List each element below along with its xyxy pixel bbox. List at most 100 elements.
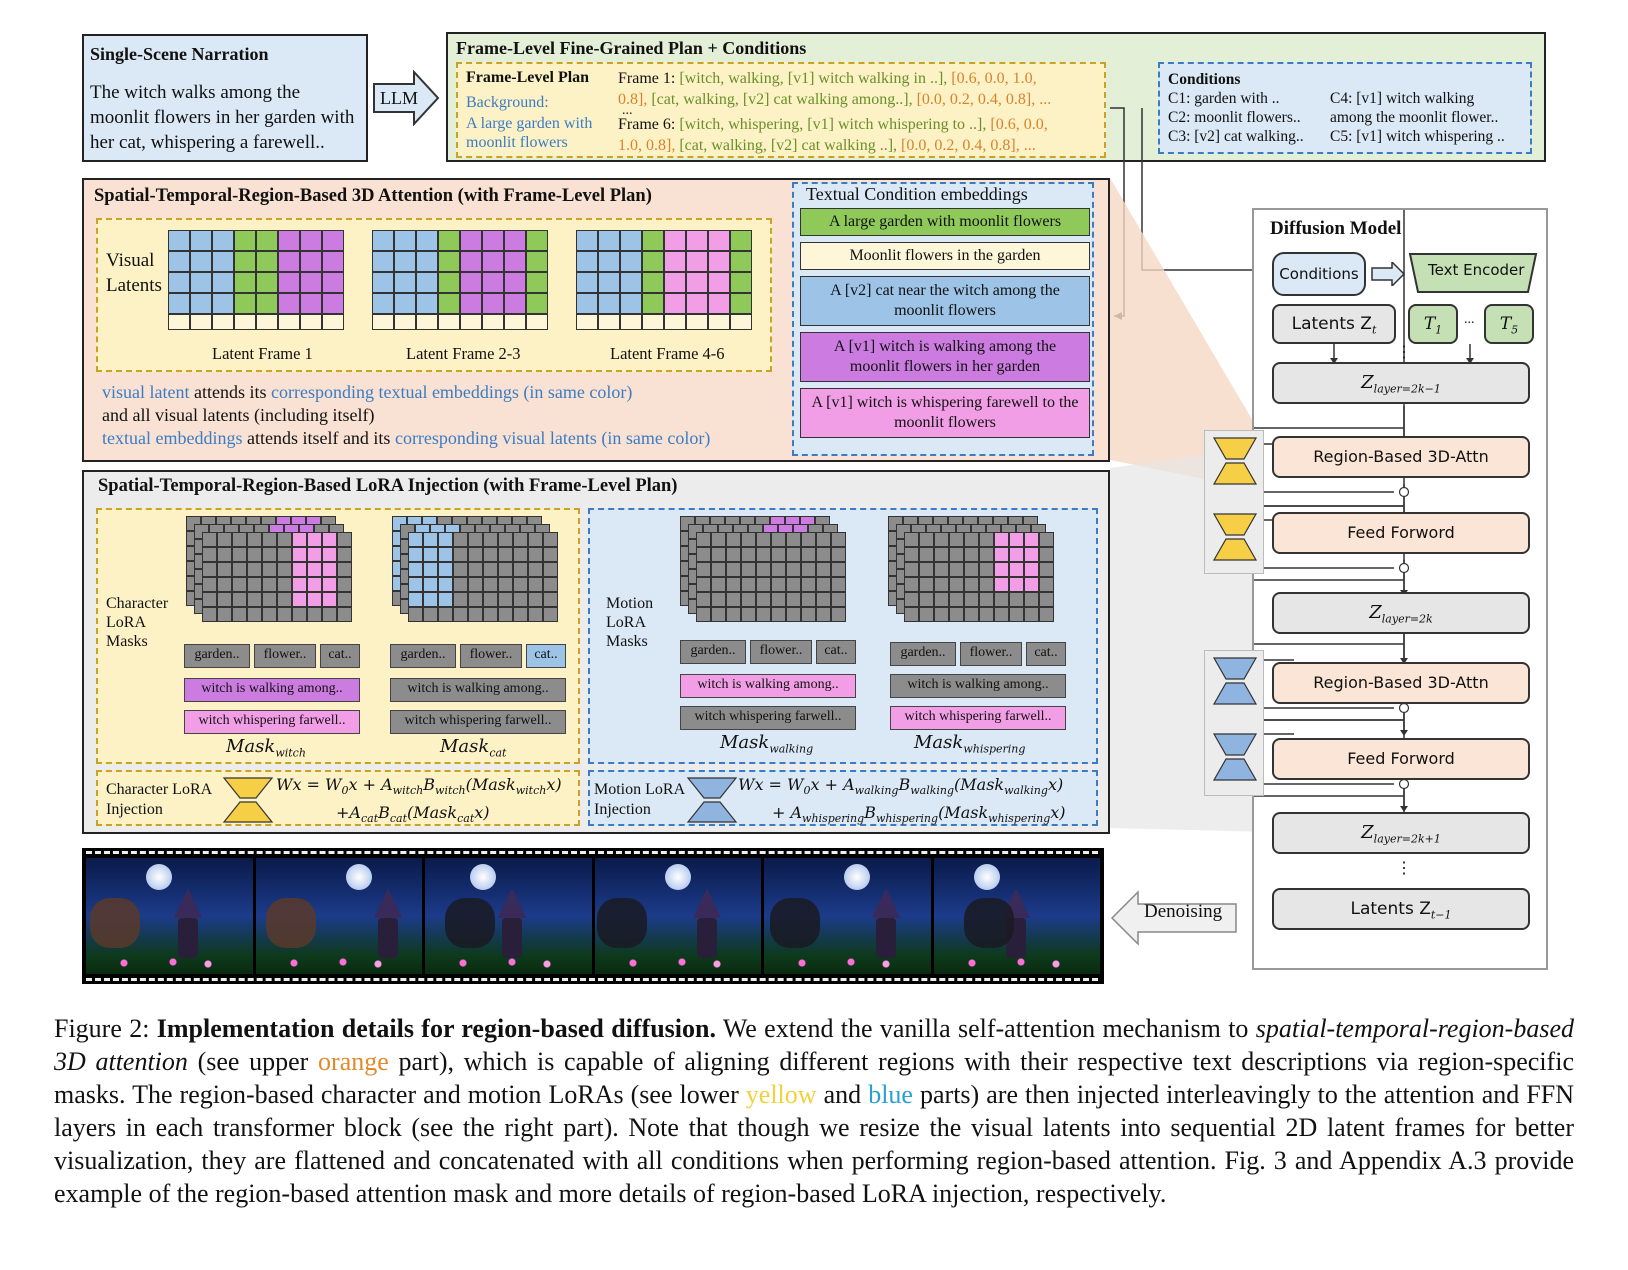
witch-tag-walking: witch is walking among.. <box>184 678 360 702</box>
mask-cell <box>483 577 498 592</box>
latent-cell <box>708 230 730 251</box>
character-adapter-icon-attn <box>1212 437 1258 485</box>
figure-caption: Figure 2: Implementation details for reg… <box>54 1012 1574 1210</box>
latent-cell <box>598 272 620 293</box>
mask-cell <box>756 592 771 607</box>
mask-cell <box>408 592 423 607</box>
conditions-title: Conditions <box>1168 71 1241 88</box>
mask-cell <box>292 547 307 562</box>
mask-cell <box>322 607 337 622</box>
latent-frame-1-label: Latent Frame 1 <box>212 344 313 363</box>
latent-cell <box>278 293 300 314</box>
caption-fig-number: Figure 2: <box>54 1014 157 1043</box>
witch-tag-cat: cat.. <box>320 644 360 668</box>
mask-cell <box>322 562 337 577</box>
mask-cell <box>726 607 741 622</box>
mask-cell <box>468 547 483 562</box>
mask-cell <box>528 577 543 592</box>
mask-cell <box>498 607 513 622</box>
latent-cell <box>438 230 460 251</box>
witch-tag-flower: flower.. <box>254 644 316 668</box>
mask-cell <box>217 577 232 592</box>
attention-title: Spatial-Temporal-Region-Based 3D Attenti… <box>94 186 652 206</box>
mask-cell <box>964 562 979 577</box>
mask-cell <box>696 577 711 592</box>
plan-title: Frame-Level Fine-Grained Plan + Conditio… <box>456 38 807 58</box>
latent-cell <box>526 251 548 272</box>
latent-cell <box>300 272 322 293</box>
caption-part-5: parts) are then injected interleavingly … <box>54 1080 1575 1208</box>
latent-cell <box>256 272 278 293</box>
walk-tag-cat: cat.. <box>816 640 856 664</box>
moon-icon <box>146 864 172 890</box>
latent-cell <box>394 251 416 272</box>
mask-cell <box>1024 562 1039 577</box>
walk-tag-whispering: witch whispering farwell.. <box>680 706 856 730</box>
witch-hat-icon <box>872 888 900 918</box>
mask-cell <box>247 577 262 592</box>
mask-cell <box>217 592 232 607</box>
motion-lora-adapter-icon <box>686 777 738 823</box>
mask-cell <box>964 547 979 562</box>
narration-title: Single-Scene Narration <box>90 44 269 64</box>
mask-cell <box>979 592 994 607</box>
mask-cell <box>816 577 831 592</box>
mask-cell <box>307 532 322 547</box>
caption-part-4: and <box>816 1080 869 1109</box>
mask-cell <box>934 532 949 547</box>
mask-cell <box>513 562 528 577</box>
latent-cell <box>372 272 394 293</box>
witch-figure-icon <box>178 918 198 958</box>
embedding-cat: A [v2] cat near the witch among the moon… <box>800 276 1090 326</box>
frame-plan-title: Frame-Level Plan <box>466 69 590 86</box>
mask-cell <box>711 532 726 547</box>
mask-cell <box>934 547 949 562</box>
lora-title: Spatial-Temporal-Region-Based LoRA Injec… <box>98 476 678 496</box>
mask-cell <box>904 532 919 547</box>
mask-cell <box>1039 577 1054 592</box>
feed-forward-node-1: Feed Forword <box>1272 512 1530 554</box>
latent-cell <box>482 314 504 330</box>
mask-cell <box>816 532 831 547</box>
whisper-tag-walking: witch is walking among.. <box>890 674 1066 698</box>
mask-cell <box>741 577 756 592</box>
latent-cell <box>686 251 708 272</box>
mask-cell <box>904 547 919 562</box>
mask-cell <box>337 592 352 607</box>
video-frame <box>764 858 931 974</box>
motion-adapter-icon-ff <box>1212 733 1258 781</box>
mask-cell <box>307 607 322 622</box>
latent-cell <box>372 314 394 330</box>
mask-cell <box>337 532 352 547</box>
latent-cell <box>460 251 482 272</box>
mask-cell <box>423 547 438 562</box>
mask-cell <box>307 577 322 592</box>
latent-cell <box>620 251 642 272</box>
background-label: Background: <box>466 94 549 111</box>
latent-cell <box>730 230 752 251</box>
mask-cell <box>438 577 453 592</box>
frame-ellipsis: ... <box>622 103 633 118</box>
latent-cell <box>504 230 526 251</box>
mask-cell <box>964 532 979 547</box>
latent-frame-2-3-grid <box>372 230 548 330</box>
moon-icon <box>844 864 870 890</box>
denoising-label: Denoising <box>1144 901 1223 922</box>
latent-cell <box>664 314 686 330</box>
condition-c4: C4: [v1] witch walking <box>1330 90 1475 107</box>
mask-cell <box>543 607 558 622</box>
latent-cell <box>526 314 548 330</box>
rule3-attends: attends itself and its <box>242 428 395 448</box>
latent-cell <box>212 314 234 330</box>
mask-cell <box>232 562 247 577</box>
latent-cell <box>642 230 664 251</box>
latent-cell <box>598 293 620 314</box>
mask-cell <box>408 607 423 622</box>
mask-cell <box>919 547 934 562</box>
latent-cell <box>234 251 256 272</box>
mask-cell <box>711 562 726 577</box>
mask-cell <box>696 607 711 622</box>
whisper-tag-flower: flower.. <box>960 642 1022 666</box>
motion-injection-equation: Wx = W0x + AwalkingBwalking(Maskwalkingx… <box>738 775 1066 826</box>
mask-cell <box>438 607 453 622</box>
